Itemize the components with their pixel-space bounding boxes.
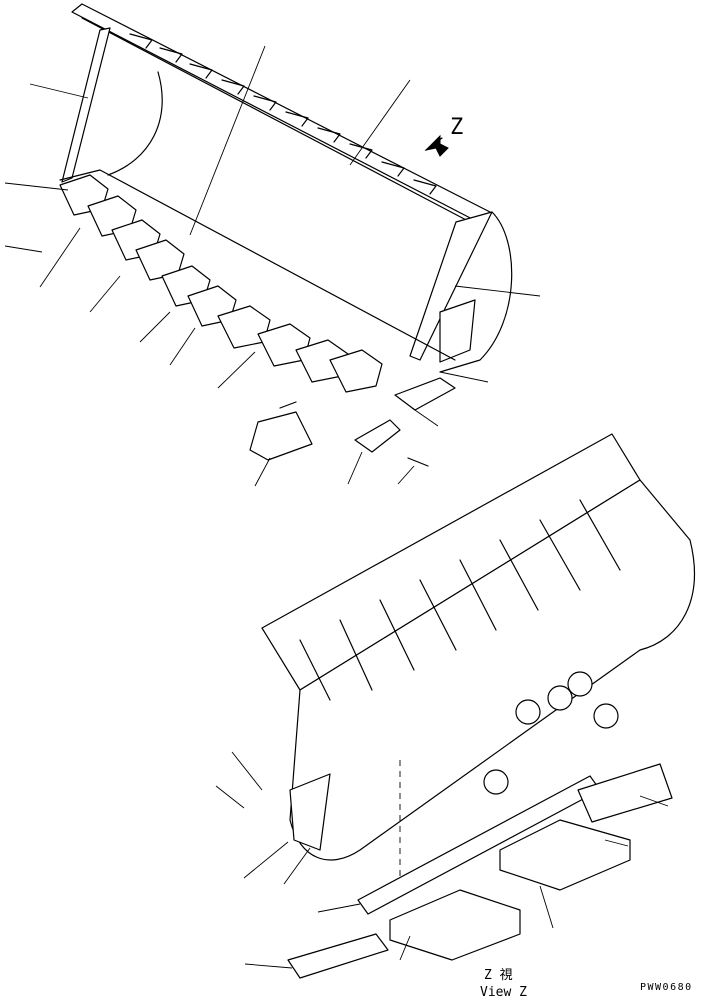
leader-lines-upper <box>4 45 541 487</box>
view-marker-label: Z <box>450 115 463 140</box>
top-wear-plates <box>129 33 437 195</box>
corner-adapter <box>394 377 456 411</box>
right-side-cutter <box>439 299 476 363</box>
view-caption-bottom: View Z <box>480 985 527 999</box>
exploded-tooth-parts <box>249 401 429 467</box>
side-cutter <box>289 773 331 851</box>
right-side-plate <box>409 211 493 361</box>
drawing-code: PWW0680 <box>640 982 693 993</box>
view-caption-top: Z 視 <box>484 968 513 983</box>
tooth-point <box>249 411 313 461</box>
flat-bar-left <box>287 933 389 979</box>
wear-plate-left <box>389 889 521 961</box>
lower-bucket <box>261 433 695 880</box>
wear-plates <box>287 763 673 979</box>
rear-ribs <box>299 499 621 701</box>
lower-bucket-body <box>289 479 695 861</box>
flat-bar-right <box>577 763 673 823</box>
hinge-brackets <box>483 671 619 795</box>
tooth-row <box>59 174 383 393</box>
adapter <box>354 419 401 453</box>
bucket-top-rim <box>71 3 491 223</box>
leader-lines-lower <box>215 751 669 969</box>
view-z-arrow <box>424 134 449 157</box>
wear-plate-right <box>499 819 631 891</box>
bucket-back-curve <box>107 71 163 176</box>
left-side-plate <box>61 27 111 183</box>
upper-bucket <box>59 3 513 411</box>
